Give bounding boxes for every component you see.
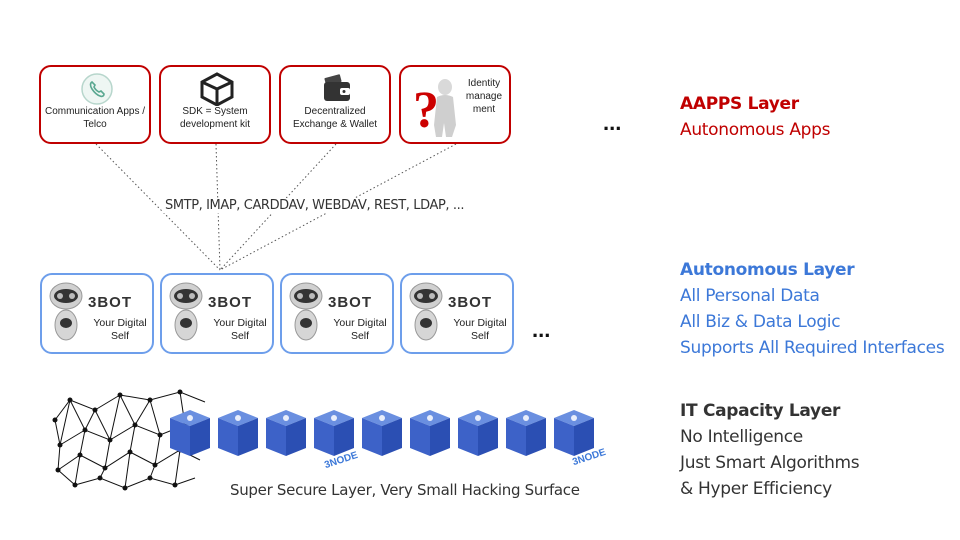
autonomous-layer-title: Autonomous Layer <box>680 260 855 280</box>
bot-brand: 3BOT <box>328 294 373 311</box>
app-card-wallet[interactable]: Decentralized Exchange & Wallet <box>279 65 391 144</box>
bot-card[interactable]: 3BOT Your Digital Self <box>400 273 514 354</box>
bot-label: Your Digital Self <box>333 317 387 342</box>
autonomous-layer-line: Supports All Required Interfaces <box>680 338 945 358</box>
node-cube <box>170 410 210 456</box>
wallet-icon <box>324 74 350 101</box>
bot-brand: 3BOT <box>448 294 493 311</box>
robot-icon <box>289 282 323 341</box>
unity-logo-icon <box>200 72 234 106</box>
svg-text:?: ? <box>413 82 439 139</box>
aapps-layer-line: Autonomous Apps <box>680 120 831 140</box>
capacity-layer-line: & Hyper Efficiency <box>680 479 832 499</box>
node-cube <box>554 410 594 456</box>
question-figure-icon: ? <box>413 79 456 139</box>
capacity-layer-title: IT Capacity Layer <box>680 401 841 421</box>
bot-label: Your Digital Self <box>93 317 147 342</box>
node-cube <box>410 410 450 456</box>
node-cube <box>362 410 402 456</box>
bot-label: Your Digital Self <box>213 317 267 342</box>
bots-ellipsis: ... <box>532 317 551 342</box>
capacity-layer-line: Just Smart Algorithms <box>680 453 860 473</box>
app-label: Decentralized Exchange & Wallet <box>292 106 378 130</box>
app-label: SDK = System development kit <box>179 106 251 130</box>
robot-icon <box>49 282 83 341</box>
app-card-sdk[interactable]: SDK = System development kit <box>159 65 271 144</box>
phone-icon <box>81 73 113 105</box>
app-card-identity[interactable]: ? Identity manage ment <box>399 65 511 144</box>
bot-brand: 3BOT <box>208 294 253 311</box>
capacity-caption: Super Secure Layer, Very Small Hacking S… <box>230 481 580 499</box>
bot-card[interactable]: 3BOT Your Digital Self <box>160 273 274 354</box>
app-card-communication[interactable]: Communication Apps / Telco <box>39 65 151 144</box>
autonomous-layer-line: All Biz & Data Logic <box>680 312 841 332</box>
capacity-layer-line: No Intelligence <box>680 427 803 447</box>
bot-card[interactable]: 3BOT Your Digital Self <box>280 273 394 354</box>
robot-icon <box>409 282 443 341</box>
app-label: Identity manage ment <box>465 78 503 115</box>
bot-label: Your Digital Self <box>453 317 507 342</box>
node-cube <box>266 410 306 456</box>
robot-icon <box>169 282 203 341</box>
bot-card[interactable]: 3BOT Your Digital Self <box>40 273 154 354</box>
node-cube <box>506 410 546 456</box>
node-cube <box>218 410 258 456</box>
protocols-label: SMTP, IMAP, CARDDAV, WEBDAV, REST, LDAP,… <box>163 198 467 213</box>
app-label: Communication Apps / Telco <box>44 106 146 130</box>
autonomous-layer-line: All Personal Data <box>680 286 820 306</box>
node-cube <box>458 410 498 456</box>
aapps-layer-title: AAPPS Layer <box>680 94 799 114</box>
node-cube <box>314 410 354 456</box>
apps-ellipsis: ... <box>603 110 622 135</box>
bot-brand: 3BOT <box>88 294 133 311</box>
